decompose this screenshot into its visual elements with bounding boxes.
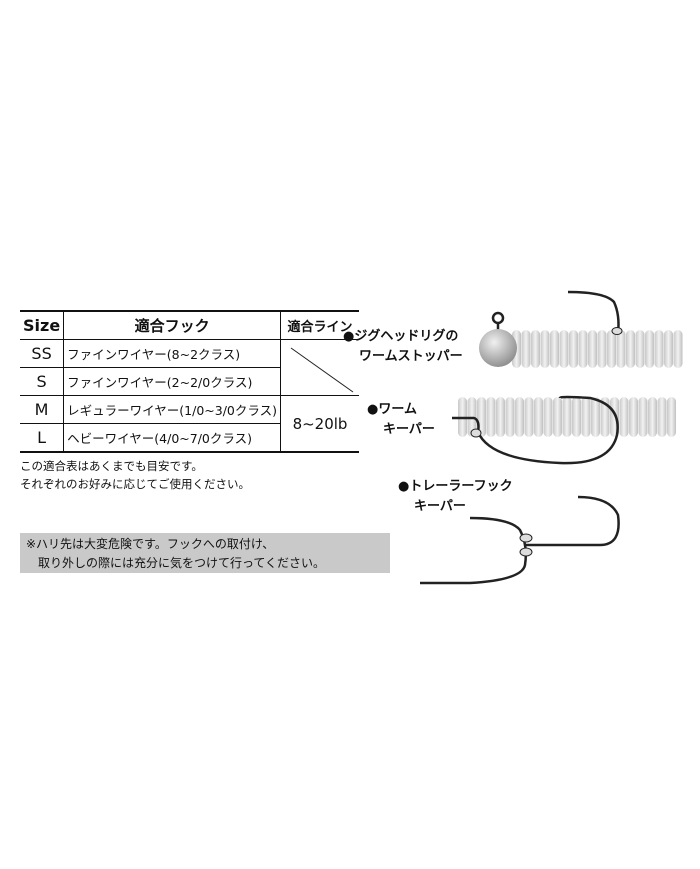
label-trailer-keeper: ●トレーラーフック キーパー	[398, 477, 513, 517]
label-line: ●トレーラーフック	[398, 479, 513, 494]
warning-line: 取り外しの際には充分に気をつけて行ってください。	[38, 556, 326, 570]
worm-segment	[597, 330, 607, 368]
worm-segment	[657, 397, 667, 437]
worm-segment	[524, 397, 534, 437]
hook-cell: レギュラーワイヤー(1/0~3/0クラス)	[63, 395, 282, 424]
worm-segment	[496, 397, 505, 437]
worm-segment	[645, 330, 654, 368]
trailer-hook-icon	[420, 495, 620, 585]
worm-segment	[607, 330, 616, 368]
fit-table: Size 適合フック 適合ライン SS ファインワイヤー(8~2クラス) S フ…	[20, 310, 360, 453]
warning-box: ※ハリ先は大変危険です。フックへの取付け、 取り外しの際には充分に気をつけて行っ…	[20, 533, 390, 573]
worm-segment	[550, 330, 559, 368]
worm-segment	[534, 397, 543, 437]
worm-segment	[553, 397, 562, 437]
worm-segment	[648, 397, 657, 437]
warning-line: ※ハリ先は大変危険です。フックへの取付け、	[26, 537, 275, 551]
worm-segment	[619, 397, 629, 437]
table-row: L ヘビーワイヤー(4/0~7/0クラス)	[20, 423, 359, 453]
worm-segment	[591, 397, 600, 437]
label-line: キーパー	[383, 422, 435, 437]
worm-segment	[515, 397, 524, 437]
worm-segment	[543, 397, 553, 437]
header-size: Size	[20, 310, 65, 340]
worm-illustration	[458, 397, 676, 437]
worm-segment	[654, 330, 664, 368]
diagonal-line	[290, 347, 354, 393]
worm-segment	[588, 330, 597, 368]
note-line: この適合表はあくまでも目安です。	[20, 459, 203, 473]
worm-segment	[531, 330, 540, 368]
worm-segment	[505, 397, 515, 437]
label-line: ワームストッパー	[359, 349, 463, 364]
worm-segment	[521, 330, 531, 368]
worm-segment	[572, 397, 581, 437]
worm-segment	[626, 330, 635, 368]
worm-segment	[562, 397, 572, 437]
table-row: S ファインワイヤー(2~2/0クラス)	[20, 367, 359, 396]
worm-segment	[600, 397, 610, 437]
label-jighead: ●ジグヘッドリグの ワームストッパー	[343, 327, 463, 367]
worm-segment	[569, 330, 578, 368]
line-na-cell	[280, 339, 360, 396]
worm-segment	[638, 397, 648, 437]
worm-segment	[664, 330, 673, 368]
worm-segment	[629, 397, 638, 437]
header-hook: 適合フック	[63, 310, 282, 340]
note-line: それぞれのお好みに応じてご使用ください。	[20, 477, 250, 491]
worm-segment	[540, 330, 550, 368]
size-cell: SS	[20, 339, 65, 368]
worm-segment	[559, 330, 569, 368]
worm-segment	[616, 330, 626, 368]
hook-cell: ヘビーワイヤー(4/0~7/0クラス)	[63, 423, 281, 453]
worm-segment	[581, 397, 591, 437]
label-line: ●ジグヘッドリグの	[343, 329, 459, 344]
size-cell: S	[20, 367, 65, 396]
worm-segment	[635, 330, 645, 368]
label-line: キーパー	[414, 499, 466, 514]
table-row: M レギュラーワイヤー(1/0~3/0クラス) 8~20lb	[20, 395, 360, 453]
worm-keeper-hook-icon	[452, 395, 619, 465]
hook-cell: ファインワイヤー(2~2/0クラス)	[63, 367, 281, 396]
worm-segment	[667, 397, 676, 437]
worm-illustration	[512, 330, 683, 368]
size-cell: M	[20, 395, 65, 424]
worm-segment	[673, 330, 683, 368]
worm-segment	[578, 330, 588, 368]
line-value-cell: 8~20lb	[280, 395, 360, 453]
table-header-row: Size 適合フック 適合ライン	[20, 310, 360, 340]
worm-segment	[486, 397, 496, 437]
notes: この適合表はあくまでも目安です。 それぞれのお好みに応じてご使用ください。	[20, 457, 250, 493]
size-cell: L	[20, 423, 65, 453]
jighead-icon	[479, 290, 623, 367]
label-line: ●ワーム	[367, 402, 417, 417]
label-worm-keeper: ●ワーム キーパー	[367, 400, 435, 440]
